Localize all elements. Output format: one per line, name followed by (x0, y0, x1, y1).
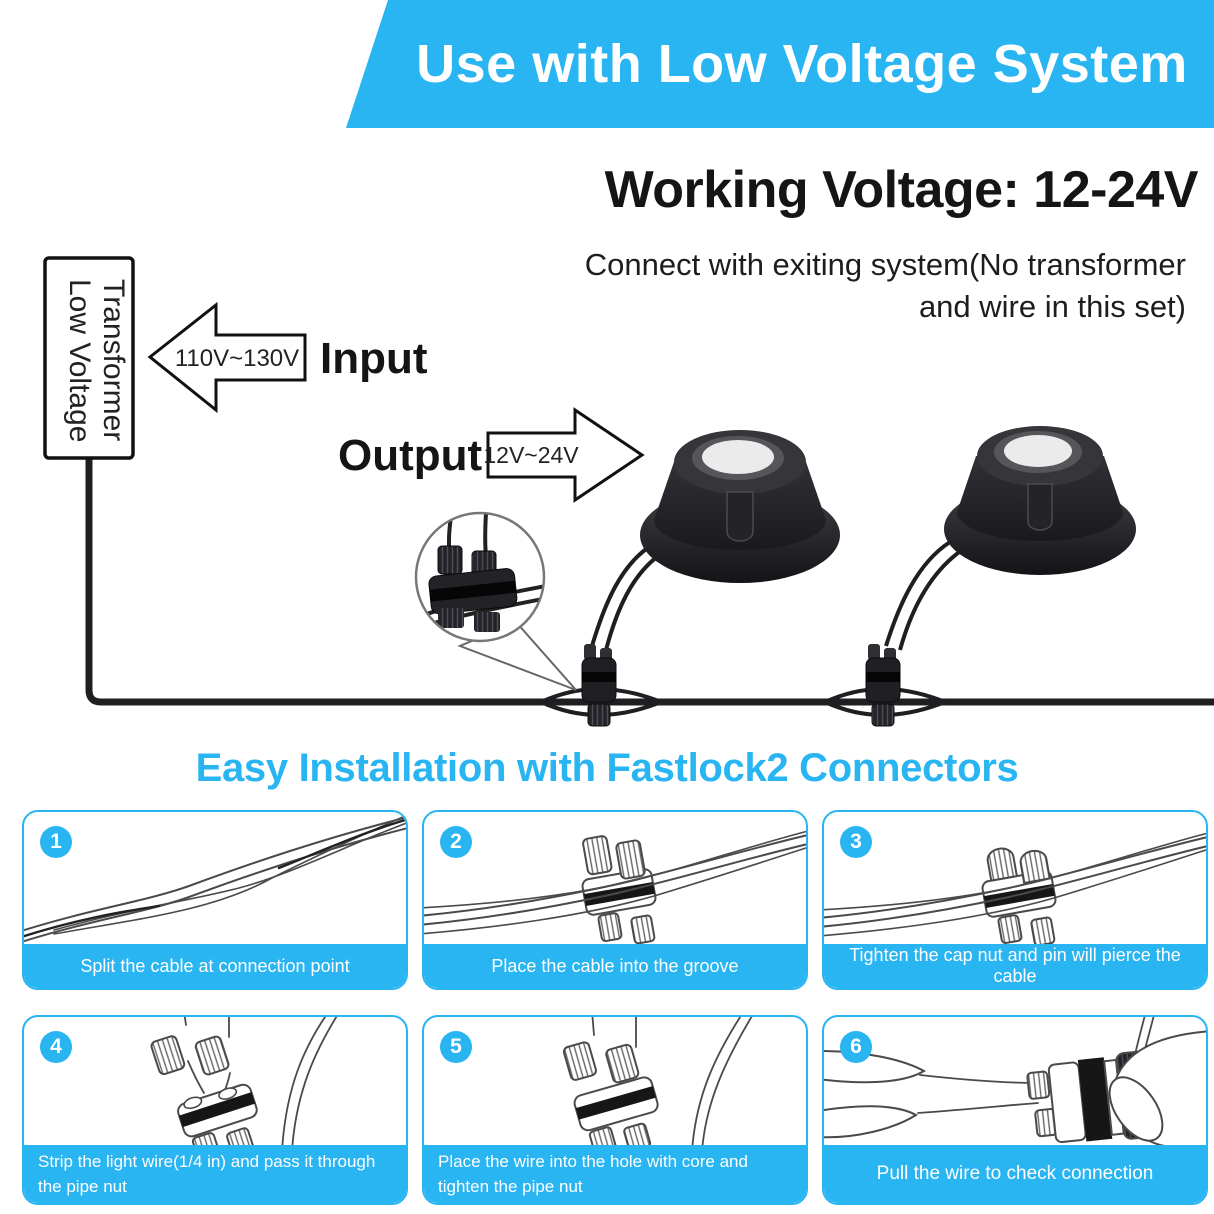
step-caption: Split the cable at connection point (24, 944, 406, 988)
step-caption: Tighten the cap nut and pin will pierce … (824, 944, 1206, 988)
step-caption: Place the cable into the groove (424, 944, 806, 988)
light-lead-wires (590, 540, 964, 651)
split-cable-drawing (24, 814, 406, 943)
transformer-label-line2: Transformer (97, 279, 130, 441)
step6-illustration (824, 1017, 1206, 1145)
step5-illustration (424, 1017, 806, 1145)
step2-illustration (424, 812, 806, 944)
connect-subheading-line2: and wire in this set) (918, 289, 1186, 324)
main-cable (85, 457, 1214, 706)
step-caption: Strip the light wire(1/4 in) and pass it… (24, 1145, 406, 1203)
transformer-box: Low Voltage Transformer (43, 256, 135, 460)
page-title: Use with Low Voltage System (416, 34, 1188, 94)
step-panel-3: 3 Tighte (822, 810, 1208, 990)
step-number-badge: 4 (40, 1031, 72, 1063)
input-label: Input (320, 334, 428, 383)
step-number-badge: 2 (440, 826, 472, 858)
input-arrow-icon: 110V~130V (147, 301, 307, 414)
step-number-badge: 1 (40, 826, 72, 858)
puck-light (640, 430, 840, 583)
output-label: Output (338, 431, 483, 480)
connect-subheading: Connect with exiting system(No transform… (0, 244, 1186, 328)
step-caption: Place the wire into the hole with core a… (424, 1145, 806, 1203)
section-heading: Easy Installation with Fastlock2 Connect… (195, 746, 1019, 790)
step-number-badge: 6 (840, 1031, 872, 1063)
connector-magnifier (414, 511, 577, 691)
pull-wire-drawing (824, 1017, 1206, 1145)
insert-wire-drawing (562, 1017, 753, 1145)
step-caption: Pull the wire to check connection (824, 1145, 1206, 1203)
output-voltage-value: 12V~24V (483, 442, 579, 468)
puck-light (944, 426, 1136, 575)
cable-in-groove-drawing (424, 830, 806, 944)
wiring-diagram: Low Voltage Transformer 110V~130V Input … (43, 256, 1214, 727)
transformer-label-line1: Low Voltage (63, 279, 96, 442)
step3-illustration (824, 812, 1206, 944)
step1-illustration (24, 812, 406, 944)
step-panel-2: 2 Place (422, 810, 808, 990)
connect-subheading-line1: Connect with exiting system(No transform… (584, 247, 1186, 282)
step-number-badge: 3 (840, 826, 872, 858)
step-number-badge: 5 (440, 1031, 472, 1063)
tighten-cap-nut-drawing (824, 832, 1206, 944)
step4-illustration (24, 1017, 406, 1145)
title-banner (346, 0, 1214, 128)
step-panel-6: 6 (822, 1015, 1208, 1205)
strip-wire-drawing (150, 1017, 338, 1145)
step-panel-5: 5 Place the wire into the (422, 1015, 808, 1205)
tee-connector (865, 644, 901, 727)
steps-grid: 1 Split the cable at connection point 2 (22, 810, 1208, 1205)
tee-connector (581, 644, 617, 727)
working-voltage-heading: Working Voltage: 12-24V (604, 161, 1199, 219)
input-voltage-value: 110V~130V (175, 345, 299, 372)
output-arrow-icon: 12V~24V (483, 407, 645, 503)
step-panel-1: 1 Split the cable at connection point (22, 810, 408, 990)
step-panel-4: 4 (22, 1015, 408, 1205)
